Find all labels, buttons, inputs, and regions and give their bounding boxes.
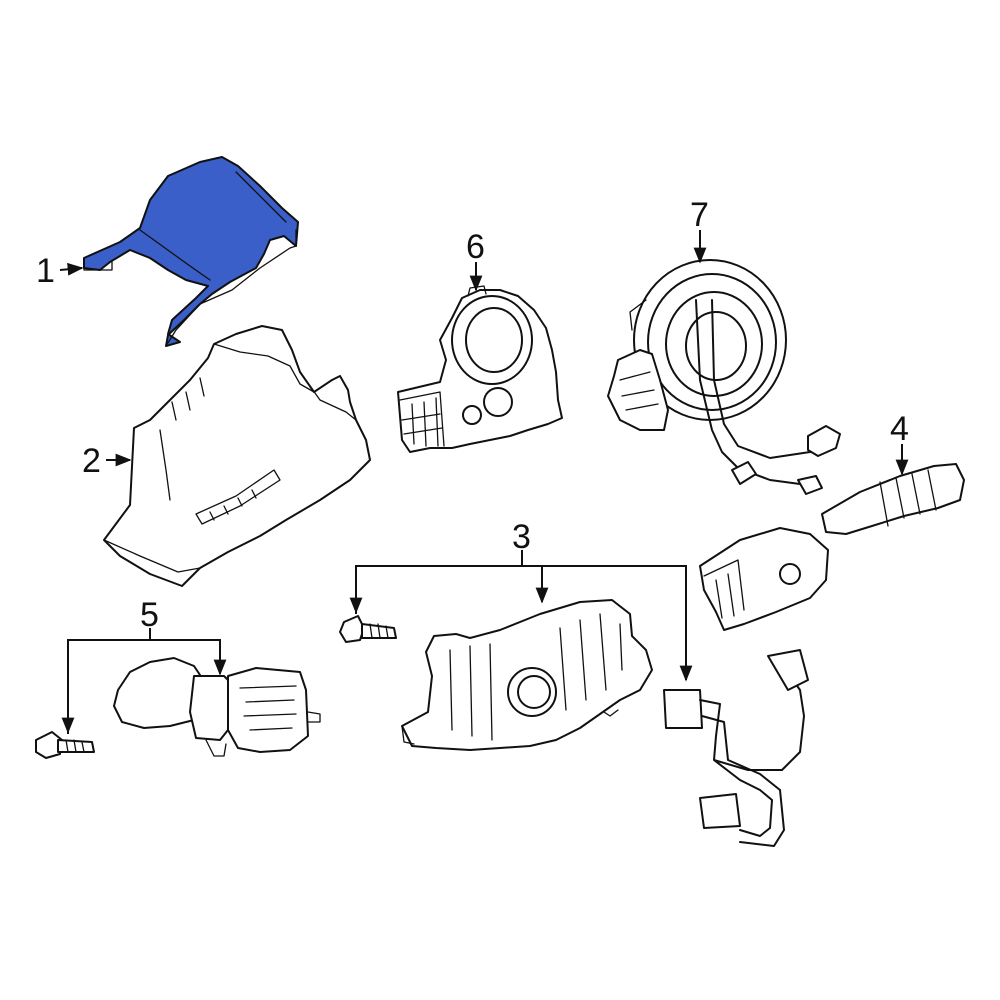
part-3-wire-connector[interactable] bbox=[663, 649, 809, 847]
part-3-bolt-head bbox=[339, 615, 365, 643]
part-6-body bbox=[397, 289, 563, 453]
part-5-bolt-threads bbox=[65, 739, 85, 753]
part-3-mount-tabs bbox=[401, 709, 619, 745]
part-5-body-detail bbox=[239, 685, 321, 731]
part-6-hole-b bbox=[462, 405, 482, 425]
part-3-bore-outer bbox=[507, 667, 557, 717]
part-1-shape bbox=[83, 156, 299, 347]
part-1-upper-column-cover[interactable] bbox=[83, 156, 299, 347]
part-3-bolt[interactable] bbox=[339, 615, 397, 643]
part-3-ribs bbox=[449, 613, 623, 741]
part-4-stalk bbox=[821, 463, 965, 535]
part-7-connector-b bbox=[797, 475, 823, 495]
part-2-slot bbox=[195, 469, 281, 525]
callout-5: 5 bbox=[140, 596, 159, 634]
part-7-clock-spring[interactable] bbox=[607, 259, 841, 495]
part-2-ridges bbox=[159, 377, 205, 501]
part-7-side-housing bbox=[607, 349, 669, 431]
part-5-turn-signal-switch[interactable] bbox=[113, 657, 321, 757]
part-1-tab bbox=[83, 257, 113, 271]
callout-6: 6 bbox=[466, 228, 485, 266]
part-5-tab bbox=[205, 739, 227, 757]
callout-4: 4 bbox=[890, 410, 909, 448]
part-6-connector-block bbox=[399, 391, 445, 447]
part-3-body bbox=[401, 599, 653, 751]
part-6-bore-outer bbox=[451, 295, 533, 385]
part-4-base bbox=[699, 527, 829, 631]
part-2-bottom-edge bbox=[103, 539, 201, 575]
part-7-housing-detail bbox=[619, 299, 659, 411]
callout-labels: 1 2 3 4 5 6 7 bbox=[36, 196, 909, 634]
part-3-connector-clip bbox=[767, 649, 809, 691]
part-5-bolt-head bbox=[35, 731, 63, 759]
part-6-hole-a bbox=[483, 387, 513, 417]
leader-1 bbox=[59, 262, 84, 276]
callout-2: 2 bbox=[82, 442, 101, 480]
part-2-shape bbox=[103, 325, 371, 587]
part-7-ring-3 bbox=[665, 291, 763, 397]
part-3-connector-body bbox=[663, 689, 703, 729]
part-7-ring-4 bbox=[685, 311, 747, 381]
part-5-body bbox=[227, 667, 309, 753]
part-2-top-edge bbox=[213, 343, 357, 421]
part-4-base-detail bbox=[703, 559, 745, 619]
part-6-switch-housing[interactable] bbox=[397, 285, 563, 453]
part-3-bore-inner bbox=[517, 675, 551, 709]
part-6-bore-inner bbox=[465, 307, 523, 373]
part-1-inner-edge bbox=[139, 171, 287, 281]
callout-1: 1 bbox=[36, 252, 55, 290]
part-1-lower-lip bbox=[165, 229, 297, 347]
part-2-slot-lines bbox=[209, 489, 257, 521]
part-4-stalk-rings bbox=[879, 469, 937, 527]
part-3-wire-harness bbox=[699, 669, 805, 847]
part-7-connector-a bbox=[807, 425, 841, 457]
part-7-ring-2 bbox=[647, 273, 777, 411]
part-4-combination-switch[interactable] bbox=[699, 463, 965, 631]
callout-3: 3 bbox=[512, 518, 531, 556]
leader-lines bbox=[59, 230, 909, 734]
part-3-switch-assembly[interactable] bbox=[401, 599, 653, 751]
part-3-bolt-threads bbox=[369, 623, 389, 639]
part-4-pivot bbox=[779, 563, 801, 585]
part-5-bolt[interactable] bbox=[35, 731, 95, 759]
part-7-clip bbox=[731, 461, 757, 485]
part-3-plug bbox=[699, 793, 741, 829]
callout-7: 7 bbox=[690, 196, 709, 234]
part-2-lower-column-cover[interactable] bbox=[103, 325, 371, 587]
